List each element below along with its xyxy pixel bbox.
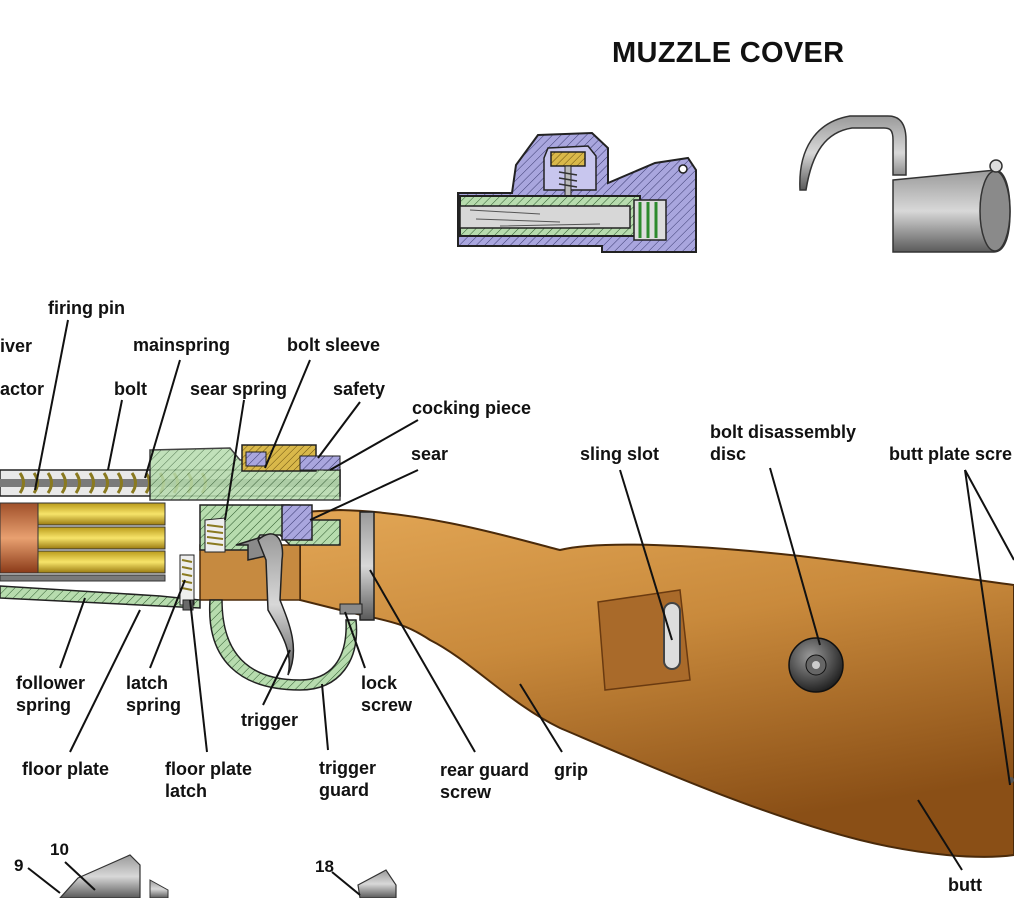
label-floor-plate: floor plate <box>22 759 110 779</box>
label-sear-spring: sear spring <box>190 379 288 399</box>
part-number-18: 18 <box>315 857 334 876</box>
label-cocking-piece: cocking piece <box>412 398 532 418</box>
label-bolt-sleeve: bolt sleeve <box>287 335 381 355</box>
muzzle-cover-exterior <box>799 115 1011 253</box>
label-butt-plate-screws: butt plate scre <box>889 444 1013 464</box>
label-floor-plate-latch: floor plate latch <box>165 759 253 801</box>
label-lock-screw: lock screw <box>361 673 413 715</box>
label-bolt: bolt <box>114 379 147 399</box>
part-number-10: 10 <box>50 840 69 859</box>
cartridges <box>0 502 166 582</box>
label-trigger: trigger <box>241 710 299 730</box>
leader-lines <box>27 319 1014 896</box>
stock <box>199 508 1014 858</box>
label-sling-slot: sling slot <box>580 444 660 464</box>
parts-fragments <box>59 854 397 898</box>
label-firing-pin: firing pin <box>48 298 125 318</box>
label-grip: grip <box>554 760 588 780</box>
diagram-title: MUZZLE COVER <box>612 37 845 69</box>
label-mainspring: mainspring <box>133 335 231 355</box>
label-sear: sear <box>411 444 449 464</box>
label-safety: safety <box>333 379 386 399</box>
label-rear-guard-screw: rear guard screw <box>440 760 530 802</box>
label-receiver: iver <box>0 336 33 356</box>
muzzle-cover-cutaway <box>457 131 697 253</box>
label-follower-spring: follower spring <box>16 673 86 715</box>
label-extractor: actor <box>0 379 45 399</box>
label-bolt-disassembly-disc: bolt disassembly disc <box>710 422 857 464</box>
label-latch-spring: latch spring <box>126 673 182 715</box>
action-cutaway <box>0 444 375 691</box>
part-number-9: 9 <box>14 856 24 875</box>
label-trigger-guard: trigger guard <box>319 758 377 800</box>
label-butt: butt <box>948 875 982 895</box>
